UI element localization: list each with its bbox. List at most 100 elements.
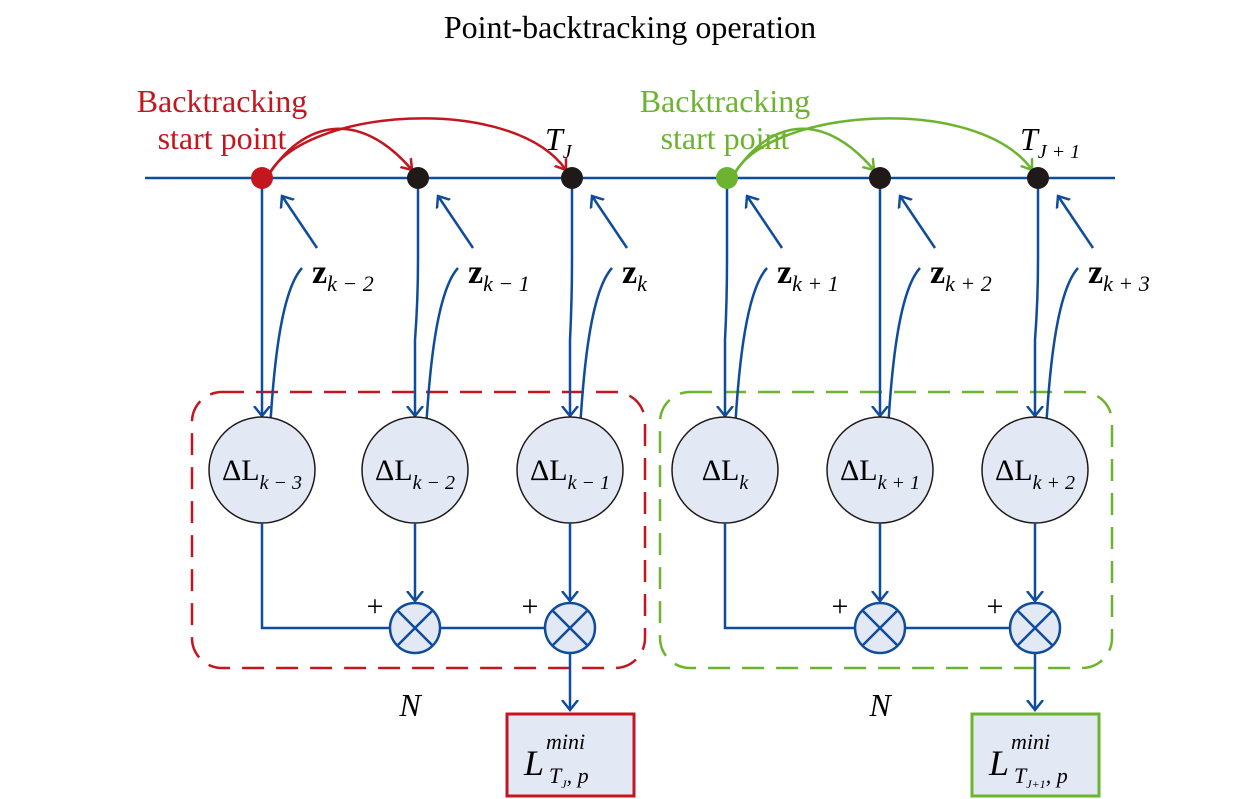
time-node — [561, 167, 583, 189]
observation-label: zk − 2 — [312, 254, 374, 296]
time-label-base: T — [1020, 121, 1040, 157]
loss-base: ΔL — [702, 454, 740, 487]
plus-sign: + — [522, 590, 539, 623]
start-node — [716, 167, 738, 189]
loss-base: ΔL — [840, 454, 878, 487]
sum-cross-icon — [552, 610, 588, 646]
observation-arrow — [592, 196, 629, 249]
sum-cross-icon — [862, 610, 898, 646]
observation-sub: k + 1 — [792, 271, 839, 296]
observation-label: zk — [622, 254, 648, 296]
observation-arrow — [900, 196, 937, 249]
measurement-arrow — [725, 180, 727, 416]
sum-cross-icon — [397, 610, 433, 646]
output-sup: mini — [546, 729, 585, 754]
window-box — [658, 390, 1114, 670]
diagram-title: Point-backtracking operation — [444, 9, 816, 45]
observation-arrow — [747, 196, 784, 249]
output-box — [505, 712, 636, 798]
observation-base: z — [312, 254, 327, 291]
measurement-arrow — [415, 180, 418, 416]
time-label-base: T — [545, 121, 565, 157]
output-subscript: TJ+1, p — [1014, 763, 1068, 791]
output-sub-j: J — [561, 777, 567, 791]
observation-arrow — [282, 196, 319, 249]
window-size-label: N — [398, 687, 422, 723]
observation-arrow — [1058, 196, 1095, 249]
observation-curve — [886, 267, 921, 431]
output-base: L — [988, 743, 1009, 783]
loss-label: ΔLk + 2 — [995, 454, 1075, 494]
loss-sub: k + 2 — [1033, 472, 1075, 494]
observation-label: zk + 2 — [930, 254, 992, 296]
output-sub-rest: , p — [1046, 763, 1068, 788]
observation-base: z — [1088, 254, 1103, 291]
output-sup: mini — [1011, 729, 1050, 754]
observation-curve — [268, 267, 303, 431]
measurement-arrow — [1035, 180, 1038, 416]
observation-arrow — [438, 196, 475, 249]
loss-sub: k — [739, 472, 749, 494]
output-label: Lmini — [523, 729, 585, 783]
observation-base: z — [622, 254, 637, 291]
window-size-label: N — [868, 687, 892, 723]
observation-label: zk + 3 — [1088, 254, 1150, 296]
observation-curve — [1044, 267, 1079, 431]
observation-sub: k — [637, 271, 648, 296]
accumulate-line — [260, 523, 390, 630]
output-base: L — [523, 743, 544, 783]
loss-base: ΔL — [222, 454, 260, 487]
output-sub-rest: , p — [567, 763, 589, 788]
start-point-label: Backtracking — [137, 83, 308, 119]
observation-sub: k − 2 — [327, 271, 374, 296]
plus-sign: + — [367, 590, 384, 623]
time-label-sub: J — [563, 141, 573, 163]
sum-cross-icon — [1017, 610, 1053, 646]
measurement-arrow — [570, 180, 572, 416]
start-point-label: Backtracking — [640, 83, 811, 119]
loss-label: ΔLk − 1 — [530, 454, 610, 494]
output-sub-t: T — [1014, 763, 1028, 788]
start-node — [251, 167, 273, 189]
output-sub-j: J+1 — [1026, 777, 1045, 791]
loss-label: ΔLk — [702, 454, 750, 494]
time-label-sub: J + 1 — [1038, 141, 1080, 163]
loss-label: ΔLk − 2 — [375, 454, 455, 494]
loss-sub: k − 3 — [260, 472, 302, 494]
accumulate-line — [723, 523, 855, 630]
loss-sub: k − 1 — [568, 472, 610, 494]
start-point-label: start point — [158, 120, 287, 156]
plus-sign: + — [987, 590, 1004, 623]
backtrack-arc — [731, 117, 1032, 177]
time-node — [1027, 167, 1049, 189]
observation-label: zk − 1 — [468, 254, 530, 296]
time-node — [869, 167, 891, 189]
observation-curve — [578, 267, 613, 431]
output-label: Lmini — [988, 729, 1050, 783]
loss-base: ΔL — [530, 454, 568, 487]
observation-sub: k − 1 — [483, 271, 530, 296]
loss-label: ΔLk − 3 — [222, 454, 302, 494]
loss-sub: k + 1 — [878, 472, 920, 494]
observation-sub: k + 3 — [1103, 271, 1150, 296]
observation-sub: k + 2 — [945, 271, 992, 296]
observation-base: z — [930, 254, 945, 291]
output-box — [970, 712, 1101, 798]
backtrack-arc — [266, 117, 566, 177]
time-node — [407, 167, 429, 189]
time-label: TJ + 1 — [1020, 121, 1080, 163]
observation-base: z — [777, 254, 792, 291]
plus-sign: + — [832, 590, 849, 623]
loss-base: ΔL — [375, 454, 413, 487]
output-subscript: TJ, p — [549, 763, 589, 791]
window-box — [190, 390, 647, 670]
observation-curve — [733, 267, 768, 431]
observation-curve — [424, 267, 459, 431]
output-sub-t: T — [549, 763, 563, 788]
observation-base: z — [468, 254, 483, 291]
loss-label: ΔLk + 1 — [840, 454, 920, 494]
loss-sub: k − 2 — [413, 472, 455, 494]
loss-base: ΔL — [995, 454, 1033, 487]
time-label: TJ — [545, 121, 573, 163]
